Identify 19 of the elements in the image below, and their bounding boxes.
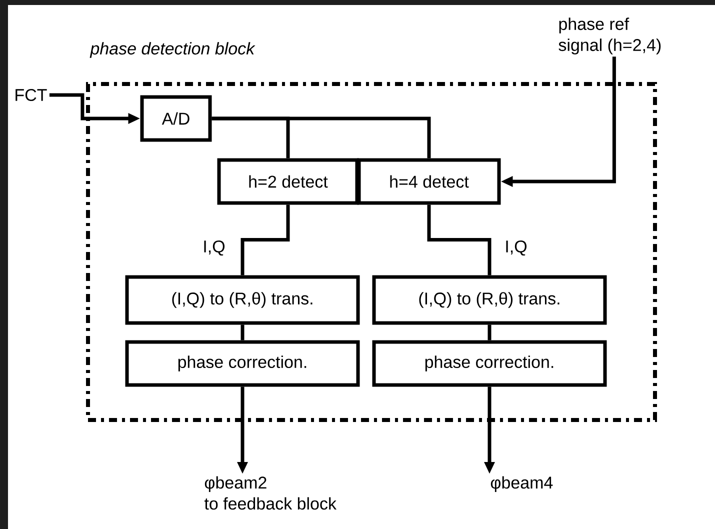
input-label: phase ref signal (h=2,4) bbox=[558, 18, 661, 54]
connector bbox=[240, 204, 290, 276]
connector bbox=[488, 324, 492, 340]
process-box: (I,Q) to (R,θ) trans. bbox=[125, 275, 360, 325]
process-box: (I,Q) to (R,θ) trans. bbox=[372, 275, 607, 325]
edge-label: I,Q bbox=[504, 239, 528, 257]
connector bbox=[427, 204, 492, 276]
connector bbox=[212, 116, 431, 158]
input-label: FCT bbox=[16, 88, 47, 102]
block-title: phase detection block bbox=[90, 42, 256, 58]
process-box: phase correction. bbox=[125, 340, 360, 387]
output-label: φbeam4 bbox=[490, 476, 553, 492]
output-label: φbeam2 to feedback block bbox=[204, 476, 336, 510]
edge-label: I,Q bbox=[202, 239, 226, 257]
process-box: h=4 detect bbox=[357, 158, 501, 205]
process-box: A/D bbox=[140, 95, 212, 142]
connector bbox=[240, 324, 244, 340]
process-box: h=2 detect bbox=[217, 158, 359, 205]
process-box: phase correction. bbox=[372, 340, 607, 387]
